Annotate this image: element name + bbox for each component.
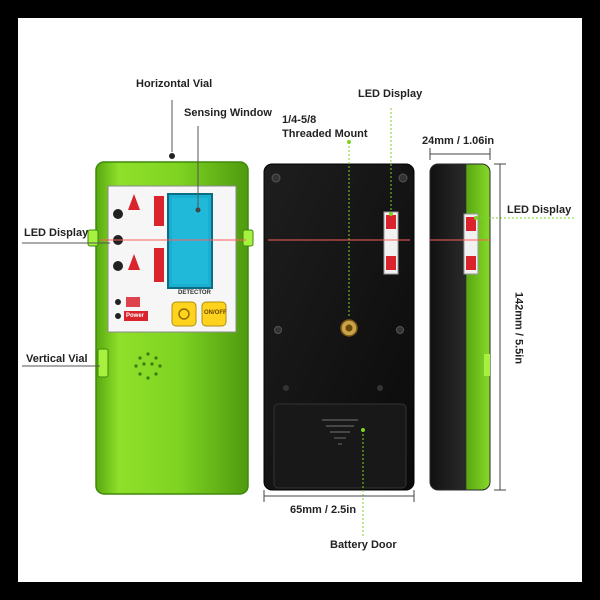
back-view xyxy=(263,163,415,491)
sound-button[interactable] xyxy=(171,301,197,327)
speaker-grill-icon xyxy=(134,352,162,380)
label-horizontal-vial: Horizontal Vial xyxy=(136,78,213,90)
leader-dot-battery xyxy=(361,428,365,432)
sensing-window-glare xyxy=(172,198,208,284)
horizontal-vial-right-icon xyxy=(242,229,254,247)
led-bar-top-icon xyxy=(154,196,164,226)
callout-lines xyxy=(22,100,201,367)
led-bar-bottom-icon xyxy=(154,248,164,282)
battery-grip-icon xyxy=(322,419,358,445)
screw-top-right-icon xyxy=(398,173,408,183)
leader-dot-mount xyxy=(347,140,351,144)
product-diagram: Horizontal Vial Sensing Window LED Displ… xyxy=(18,18,582,582)
label-vertical-vial: Vertical Vial xyxy=(26,353,88,365)
side-led-top-icon xyxy=(466,217,476,231)
label-led-display-top: LED Display xyxy=(358,88,423,100)
power-badge xyxy=(124,311,148,321)
threaded-mount-hole-icon xyxy=(345,324,353,332)
side-body xyxy=(429,163,491,491)
front-view xyxy=(87,153,254,495)
label-led-display-right: LED Display xyxy=(507,204,572,216)
dim-height-text: 142mm / 5.5in xyxy=(512,291,525,365)
on-off-text: ON/OFF xyxy=(204,310,227,316)
side-vial-icon xyxy=(484,354,490,376)
led-up-arrow-icon xyxy=(128,194,140,210)
label-threaded-mount-line2: Threaded Mount xyxy=(282,128,368,140)
vertical-vial-icon xyxy=(97,348,109,378)
power-text: Power xyxy=(126,313,145,319)
label-led-display-left: LED Display xyxy=(24,227,89,239)
leader-dot-led-top xyxy=(389,212,393,216)
label-battery-door: Battery Door xyxy=(330,539,397,551)
back-led-top-icon xyxy=(386,215,396,229)
sound-button-icon xyxy=(178,308,190,320)
label-threaded-mount-line1: 1/4-5/8 xyxy=(282,114,317,126)
dim-width-text: 65mm / 2.5in xyxy=(290,504,357,516)
side-led-bottom-icon xyxy=(466,256,476,270)
side-view xyxy=(429,163,491,491)
sound-dot-icon xyxy=(115,299,121,305)
on-off-button[interactable] xyxy=(201,301,227,327)
led-dot-3-icon xyxy=(113,261,123,271)
screw-mid-left-icon xyxy=(274,326,282,334)
leader-dot-led-right xyxy=(474,216,478,220)
horizontal-vial-marker-icon xyxy=(169,153,175,159)
led-down-arrow-icon xyxy=(128,254,140,270)
battery-door xyxy=(273,403,407,489)
led-dot-1-icon xyxy=(113,209,123,219)
power-dot-icon xyxy=(115,313,121,319)
screw-top-left-icon xyxy=(271,173,281,183)
speaker-icon xyxy=(126,297,140,307)
dimension-lines xyxy=(263,148,506,502)
green-callout-lines xyxy=(348,108,574,536)
detector-text: DETECTOR xyxy=(178,290,211,296)
back-led-bottom-icon xyxy=(386,256,396,270)
dim-depth-text: 24mm / 1.06in xyxy=(422,135,495,147)
screw-mid-right-icon xyxy=(396,326,404,334)
label-sensing-window: Sensing Window xyxy=(184,107,272,119)
diagram-canvas xyxy=(22,100,574,536)
screw-low-left-icon xyxy=(283,385,289,391)
screw-low-right-icon xyxy=(377,385,383,391)
horizontal-vial-left-icon xyxy=(87,229,99,247)
